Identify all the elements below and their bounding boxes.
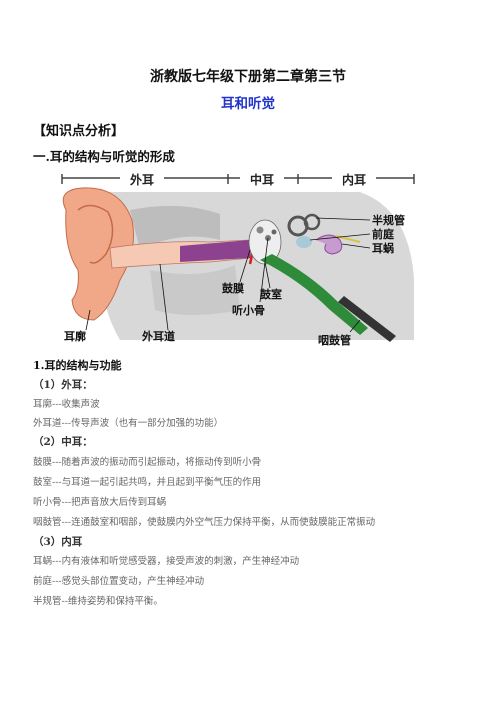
label-eardrum: 鼓膜 xyxy=(222,281,244,295)
label-middle-ear: 中耳 xyxy=(250,172,274,187)
ossicles xyxy=(271,229,277,235)
outer-ear-line-2: 外耳道---传导声波（也有一部分加强的功能） xyxy=(33,418,224,429)
inner-ear-line-1: 耳蜗---内有液体和听觉感受器，接受声波的刺激，产生神经冲动 xyxy=(33,556,300,567)
heading-ear-structure: 一.耳的结构与听觉的形成 xyxy=(33,149,175,164)
label-ear-canal: 外耳道 xyxy=(141,329,175,343)
outer-ear-title: （1）外耳： xyxy=(33,379,93,391)
outer-ear-line-1: 耳廓---收集声波 xyxy=(33,399,100,410)
label-ossicles: 听小骨 xyxy=(232,303,265,317)
label-outer-ear: 外耳 xyxy=(130,172,154,187)
middle-ear-line-2: 鼓室---与耳道一起引起共鸣，并且起到平衡气压的作用 xyxy=(33,477,262,488)
heading-structure-function: 1.耳的结构与功能 xyxy=(33,359,122,372)
cochlea xyxy=(315,234,343,255)
inner-ear-line-2: 前庭---感觉头部位置变动，产生神经冲动 xyxy=(33,576,205,587)
middle-ear-line-3: 听小骨---把声音放大后传到耳蜗 xyxy=(33,497,167,508)
middle-ear-line-1: 鼓膜---随着声波的振动而引起振动，将振动传到听小骨 xyxy=(33,457,262,468)
pinna xyxy=(62,187,134,321)
label-inner-ear: 内耳 xyxy=(342,172,366,187)
label-cochlea: 耳蜗 xyxy=(372,241,394,255)
label-tympanic-cavity: 鼓室 xyxy=(260,287,282,301)
inner-ear-title: （3）内耳 xyxy=(33,536,83,548)
ear-anatomy-diagram: 外耳 中耳 内耳 半规管 前庭 耳蜗 鼓膜 鼓室 听小骨 耳廓 外耳道 咽鼓管 xyxy=(61,171,415,347)
middle-ear-title: （2）中耳： xyxy=(33,436,93,448)
vestibule xyxy=(296,236,312,248)
document-title: 浙教版七年级下册第二章第三节 xyxy=(150,69,346,85)
middle-ear-line-4: 咽鼓管---连通鼓室和咽部，使鼓膜内外空气压力保持平衡，从而使鼓膜能正常振动 xyxy=(33,517,376,528)
document-subtitle: 耳和听觉 xyxy=(221,96,275,112)
label-vestibule: 前庭 xyxy=(372,227,394,241)
eustachian-tube xyxy=(338,296,396,342)
label-eustachian-tube: 咽鼓管 xyxy=(318,333,351,347)
section-heading: 【知识点分析】 xyxy=(33,124,125,139)
inner-ear-line-3: 半规管--维持姿势和保持平衡。 xyxy=(33,596,163,607)
label-semicircular-canals: 半规管 xyxy=(372,213,405,227)
label-pinna: 耳廓 xyxy=(64,329,86,343)
eustachian-tube-green xyxy=(260,254,368,335)
